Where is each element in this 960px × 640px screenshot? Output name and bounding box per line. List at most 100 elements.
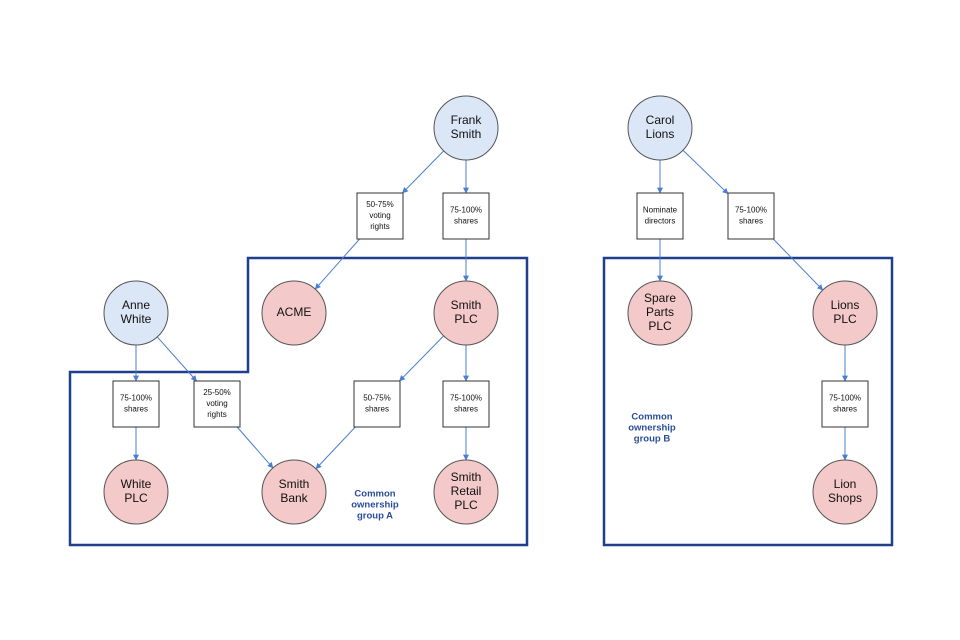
group-label-line: group A: [357, 511, 393, 522]
relation-label-line: 50-75%: [363, 394, 391, 403]
person-label-line: Lions: [646, 127, 675, 141]
relation-box-r2: 75-100% shares: [442, 192, 490, 240]
person-label-line: White: [121, 312, 152, 326]
relation-label-line: shares: [454, 217, 478, 226]
company-acme: ACME: [261, 280, 327, 346]
relation-box-r4: 25-50% voting rights: [193, 380, 241, 428]
relation-box: [442, 192, 490, 240]
relation-label-line: voting: [206, 399, 227, 408]
company-label-line: PLC: [833, 312, 857, 326]
person-label-line: Frank: [451, 113, 483, 127]
relation-label-line: shares: [454, 405, 478, 414]
relation-label-line: shares: [124, 405, 148, 414]
group-label-line: group B: [634, 434, 671, 445]
relation-label-line: 75-100%: [450, 206, 482, 215]
arrow-smithplc-to-r5: [399, 335, 444, 382]
arrow-frank-to-r1: [402, 150, 444, 194]
company-circle: [433, 280, 499, 346]
relation-box-r6: 75-100% shares: [442, 380, 490, 428]
company-circle: [627, 280, 693, 346]
person-label-line: Carol: [646, 113, 675, 127]
relation-label-line: shares: [365, 405, 389, 414]
arrow-r4-to-smithbank: [236, 426, 274, 469]
relation-label-line: rights: [370, 222, 390, 231]
relation-label-line: shares: [833, 405, 857, 414]
person-label-line: Smith: [451, 127, 482, 141]
relation-label-line: 75-100%: [120, 394, 152, 403]
group-border: [602, 256, 894, 547]
company-label-line: PLC: [454, 312, 478, 326]
group-label-line: Common: [631, 412, 672, 423]
company-circle: [103, 459, 169, 525]
company-circle: [812, 280, 878, 346]
group-label-line: Common: [354, 489, 395, 500]
relation-box: [636, 192, 684, 240]
company-label-line: Smith: [279, 477, 310, 491]
company-label-line: Smith: [451, 470, 482, 484]
relation-box: [821, 380, 869, 428]
relation-box-r8: 75-100% shares: [727, 192, 775, 240]
company-circle: [812, 459, 878, 525]
relation-label-line: rights: [207, 410, 227, 419]
relation-box-r5: 50-75% shares: [353, 380, 401, 428]
group-label-line: ownership: [351, 500, 399, 511]
company-label-line: Shops: [828, 491, 862, 505]
relation-label-line: directors: [645, 217, 676, 226]
company-label-line: Bank: [280, 491, 308, 505]
arrow-carol-to-r8: [682, 149, 729, 195]
group-label-line: ownership: [628, 423, 676, 434]
company-label-line: PLC: [454, 498, 478, 512]
relation-box: [112, 380, 160, 428]
company-label-line: Lion: [834, 477, 857, 491]
group-border: [68, 256, 529, 547]
person-circle: [433, 95, 499, 161]
arrow-r1-to-acme: [314, 238, 360, 290]
relation-box: [353, 380, 401, 428]
company-label-line: PLC: [648, 319, 672, 333]
relation-box-r1: 50-75% voting rights: [356, 192, 404, 240]
relation-label-line: 75-100%: [450, 394, 482, 403]
person-label-line: Anne: [122, 298, 150, 312]
company-label-line: Spare: [644, 291, 676, 305]
relation-label-line: 75-100%: [829, 394, 861, 403]
relation-label-line: shares: [739, 217, 763, 226]
company-label-line: Smith: [451, 298, 482, 312]
relation-label-line: 25-50%: [203, 388, 231, 397]
company-label-line: White: [121, 477, 152, 491]
company-label-line: PLC: [124, 491, 148, 505]
company-label-line: ACME: [277, 305, 312, 319]
company-label-line: Lions: [831, 298, 860, 312]
relation-box-r7: Nominate directors: [636, 192, 684, 240]
relation-box: [727, 192, 775, 240]
person-circle: [627, 95, 693, 161]
company-circle: [261, 459, 327, 525]
relation-box-r3: 75-100% shares: [112, 380, 160, 428]
relation-box: [193, 380, 241, 428]
relation-label-line: Nominate: [643, 206, 678, 215]
person-circle: [103, 280, 169, 346]
company-label-line: Retail: [451, 484, 482, 498]
relation-box: [356, 192, 404, 240]
relation-label-line: voting: [369, 211, 390, 220]
relation-box-r9: 75-100% shares: [821, 380, 869, 428]
company-label-line: Parts: [646, 305, 674, 319]
relation-label-line: 50-75%: [366, 200, 394, 209]
arrow-r5-to-smithbank: [315, 426, 356, 470]
company-circle: [433, 459, 499, 525]
relation-box: [442, 380, 490, 428]
relation-label-line: 75-100%: [735, 206, 767, 215]
arrow-anne-to-r4: [156, 336, 197, 382]
